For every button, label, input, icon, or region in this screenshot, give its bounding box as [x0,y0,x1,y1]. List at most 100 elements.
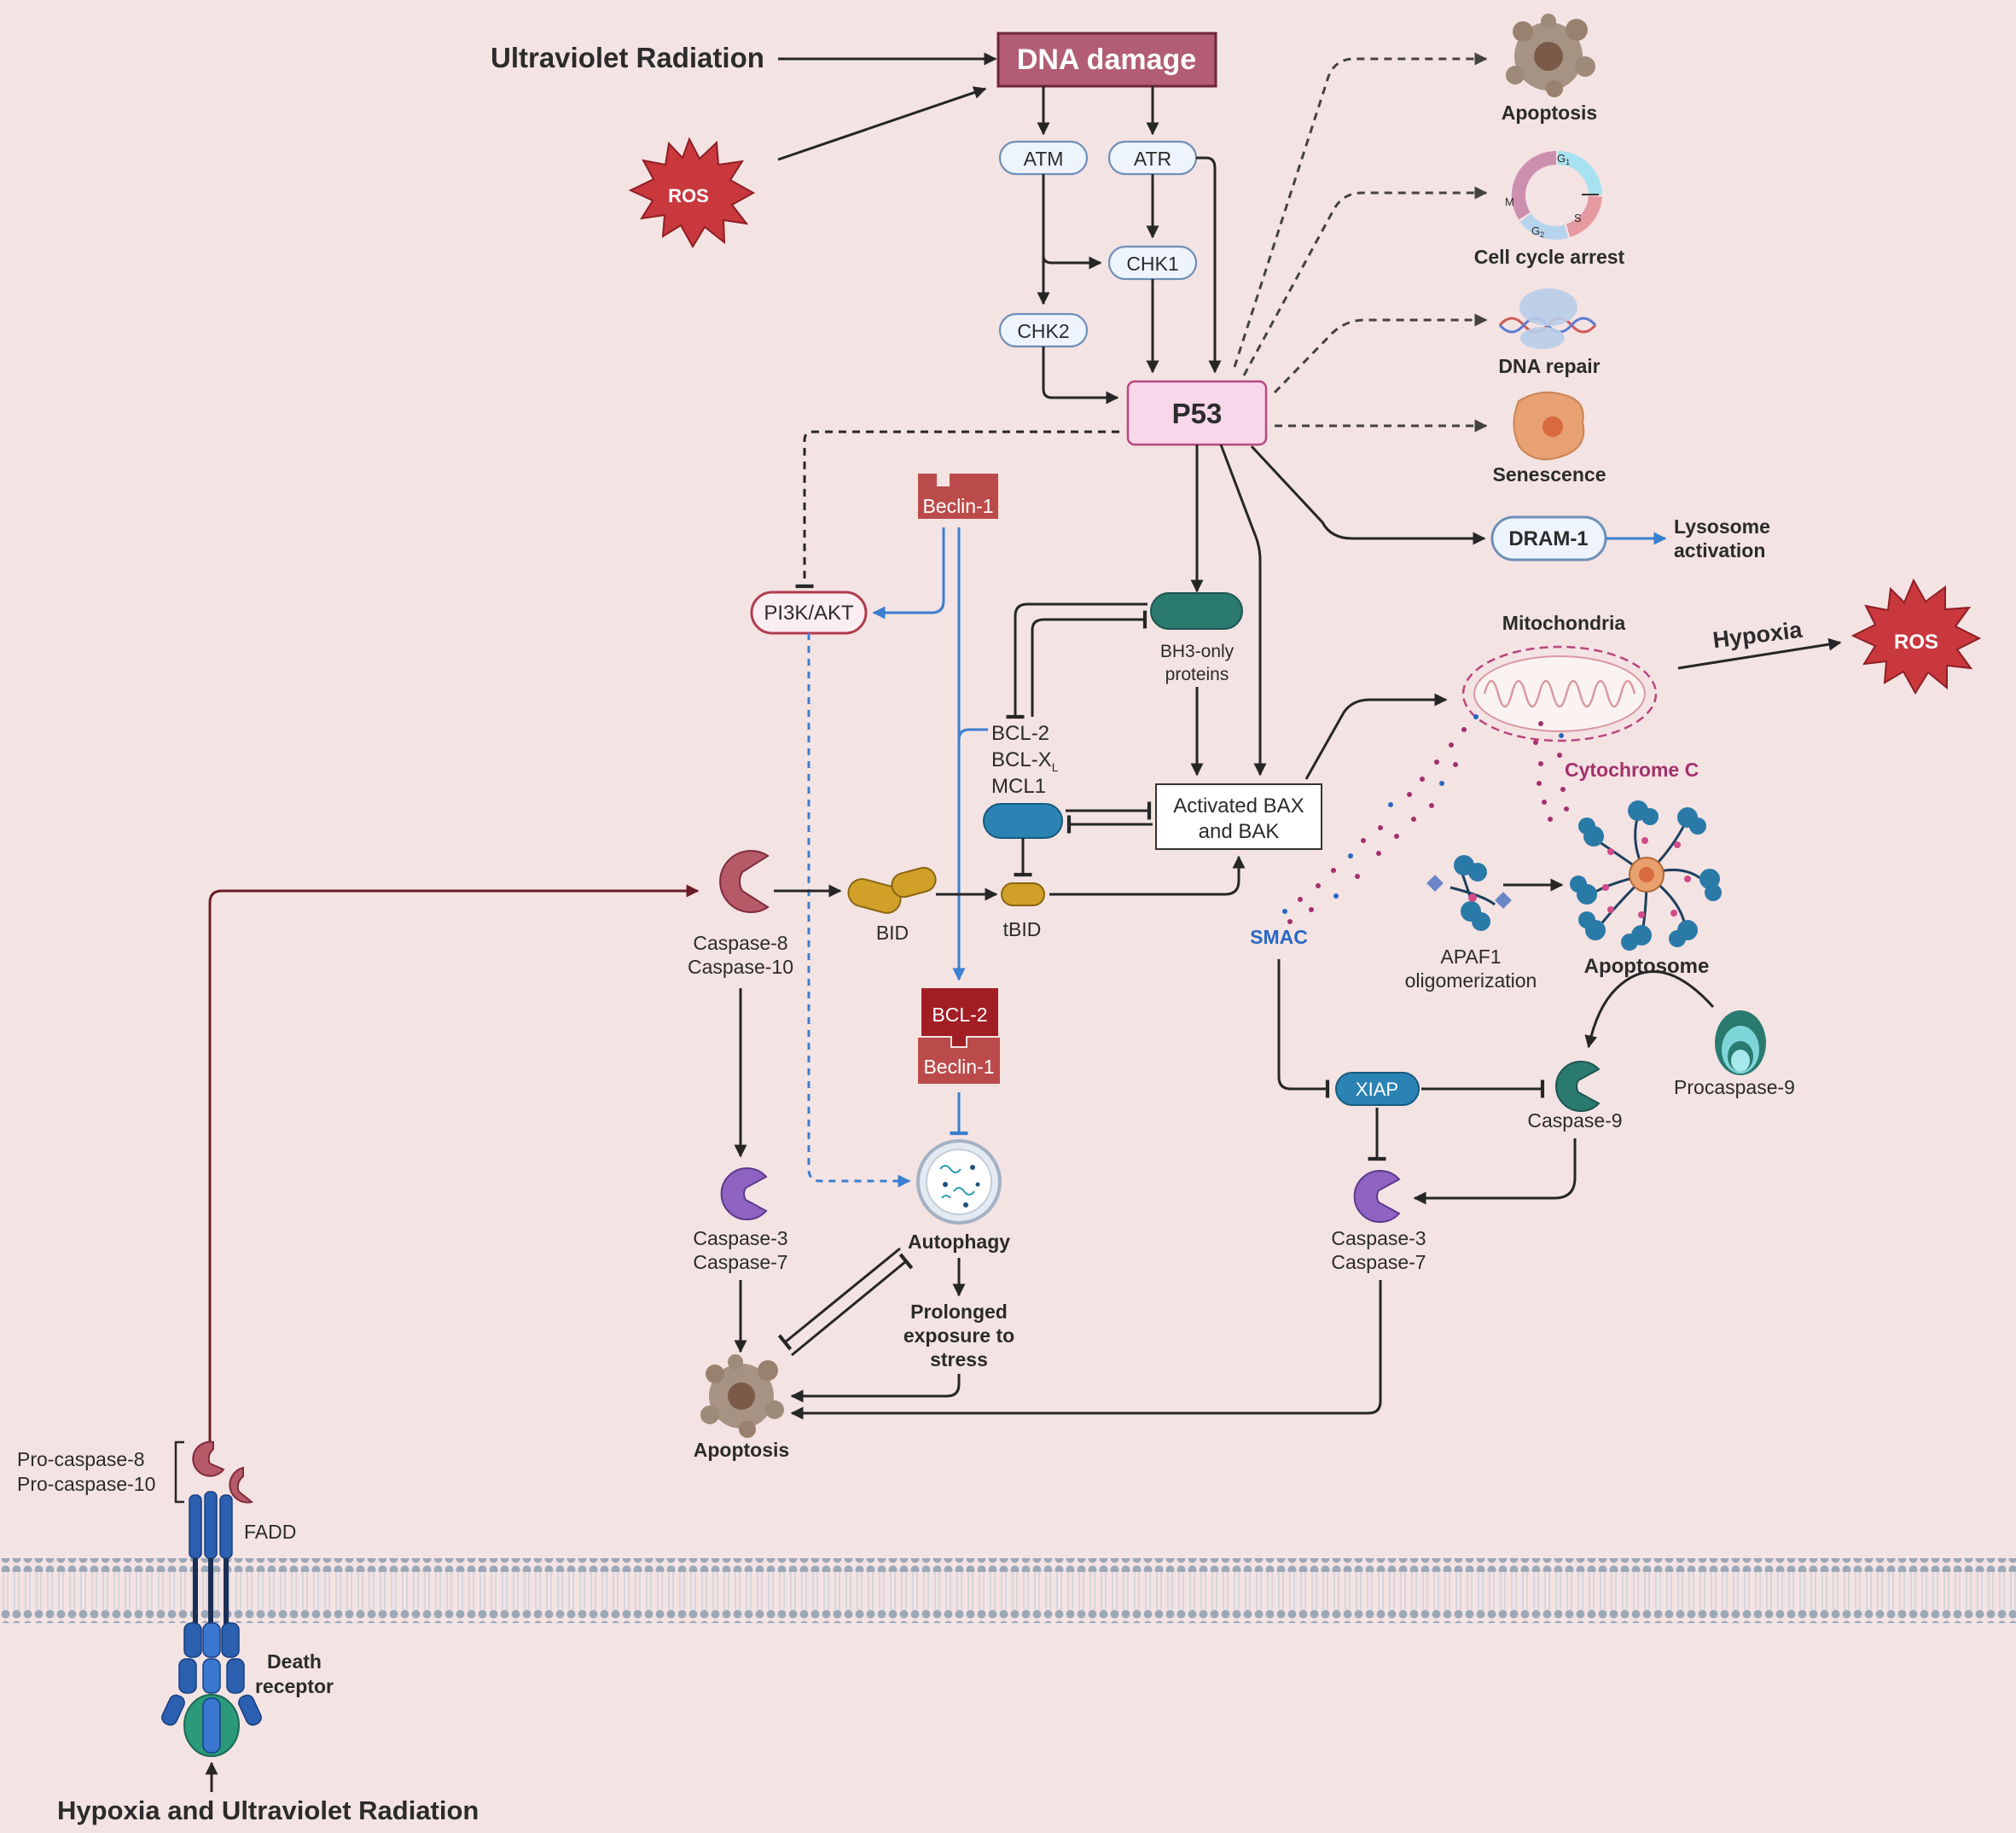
ros-to-dna-arrow [777,86,987,161]
p53-to-cell-cycle-arrow [1242,186,1488,376]
dna-repair-icon [1498,288,1597,349]
autophagy-icon [916,1139,1002,1225]
beclin1-top-label: Beclin-1 [922,495,993,517]
stress-to-apoptosis-arrow [790,1374,961,1403]
bax-to-mitochondria-arrow [1304,693,1448,780]
cell-cycle-icon: G1 M S G2 [1505,150,1602,240]
procaspase-icon [192,1440,254,1504]
bax-bak-box [1155,783,1322,850]
dna-repair-label: DNA repair [1498,355,1600,377]
fadd-to-caspase8-arrow [208,884,700,1449]
tbid-icon [1001,882,1045,906]
caspase37-right-to-apoptosis-arrow [790,1280,1382,1420]
caspase8-label-line2: Caspase-10 [688,956,793,978]
bh3-only-shape [1150,592,1243,630]
beclin1-complex-label: Beclin-1 [923,1056,994,1078]
cycle-g2-label: G2 [1531,224,1544,239]
apoptosome-label: Apoptosome [1584,955,1710,978]
chk2-label: CHK2 [1017,320,1069,342]
hypoxia-uv-label: Hypoxia and Ultraviolet Radiation [57,1795,479,1825]
autophagy-label: Autophagy [908,1231,1010,1253]
ros-top-burst: ROS [628,137,756,248]
mitochondria-label: Mitochondria [1502,612,1626,634]
lysosome-label-line1: Lysosome [1674,515,1770,538]
bid-label: BID [876,922,909,944]
caspase8-icon [719,850,770,913]
bax-bak-label-line2: and BAK [1199,820,1280,843]
beclin1-complex-shape [918,1038,1000,1084]
caspase8-label-line1: Caspase-8 [693,932,787,954]
apoptosome-to-caspase9-arrow [1584,970,1715,1049]
cytochrome-c-dots [1533,721,1569,822]
apoptosis-inhibits-autophagy-line [791,1253,914,1357]
atr-to-p53-arrow [1196,156,1222,374]
p53-label: P53 [1172,398,1223,429]
apoptosis-bottom-label: Apoptosis [694,1439,789,1461]
xiap-node [1335,1072,1420,1106]
bh3-label-line2: proteins [1165,665,1229,684]
atm-label: ATM [1024,148,1064,170]
bcl2-complex-shape [921,988,998,1046]
hypoxia-label: Hypoxia [1711,617,1804,654]
bh3-label-line1: BH3-only [1160,642,1235,661]
dna-damage-label: DNA damage [1017,44,1196,76]
cytochrome-c-label: Cytochrome C [1565,759,1699,781]
death-receptor-icon [161,1491,262,1757]
cycle-g1-label: G1 [1557,152,1570,166]
beclin1-to-pi3k-arrow [872,527,945,620]
bcl2-family-label-1: BCL-2 [991,722,1049,745]
p53-inhibits-pi3k-line [795,430,1119,589]
p53-to-bax-arrow [1219,444,1267,777]
pi3k-akt-label: PI3K/AKT [764,602,854,625]
tbid-label: tBID [1003,918,1042,940]
caspase37-right-icon [1353,1170,1401,1223]
chk2-to-p53-arrow [1042,346,1119,404]
ros-top-label: ROS [668,185,709,207]
apoptosis-bottom-icon [700,1354,784,1438]
caspase37-right-label-line2: Caspase-7 [1331,1251,1426,1273]
procaspase9-label: Procaspase-9 [1674,1076,1795,1098]
caspase9-icon [1555,1061,1601,1112]
caspase9-label: Caspase-9 [1527,1109,1622,1132]
apoptosome-icon [1570,800,1722,951]
smac-release-dots [1282,714,1479,924]
bcl2-inhibits-bh3-line [1031,610,1147,717]
mitochondria-icon [1461,645,1658,742]
bcl2-family-shape [983,803,1063,839]
bcl2-beclin-join-line [957,728,988,741]
tbid-to-bax-arrow [1049,855,1246,896]
bid-icon [847,866,937,914]
bcl2-complex-label: BCL-2 [932,1004,987,1026]
prolonged-label-2: exposure to [903,1324,1014,1347]
apaf1-icon [1426,855,1512,931]
death-receptor-label-line2: receptor [255,1675,334,1697]
dna-damage-box [996,32,1217,88]
beclin1-top-shape [918,474,998,519]
p53-to-apoptosis-arrow [1233,52,1488,368]
cell-membrane [0,1558,2016,1623]
apaf1-label-line1: APAF1 [1440,946,1501,968]
pi3k-to-autophagy-arrow [807,633,911,1188]
chk1-label: CHK1 [1126,253,1178,275]
bh3-inhibits-bcl2-line [1006,602,1147,719]
p53-to-dram1-arrow [1250,445,1486,545]
prolonged-label-1: Prolonged [910,1301,1008,1323]
lysosome-label-line2: activation [1674,539,1765,562]
apaf1-label-line2: oligomerization [1405,969,1537,992]
bax-bak-label-line1: Activated BAX [1173,794,1304,818]
senescence-icon [1513,391,1585,461]
uv-radiation-label: Ultraviolet Radiation [491,42,764,73]
procaspase-bracket [174,1440,184,1504]
caspase37-right-label-line1: Caspase-3 [1331,1227,1426,1249]
p53-to-dna-repair-arrow [1273,313,1488,394]
cell-cycle-arrest-label: Cell cycle arrest [1474,246,1625,268]
apoptosis-top-icon [1506,14,1595,97]
smac-label: SMAC [1250,926,1308,948]
mito-to-ros-arrow [1677,637,1842,670]
prolonged-label-3: stress [930,1348,988,1370]
atm-to-chk1-arrow [1042,255,1102,270]
xiap-label: XIAP [1356,1079,1398,1100]
dram1-label: DRAM-1 [1508,527,1588,550]
apoptosis-top-label: Apoptosis [1502,102,1597,124]
